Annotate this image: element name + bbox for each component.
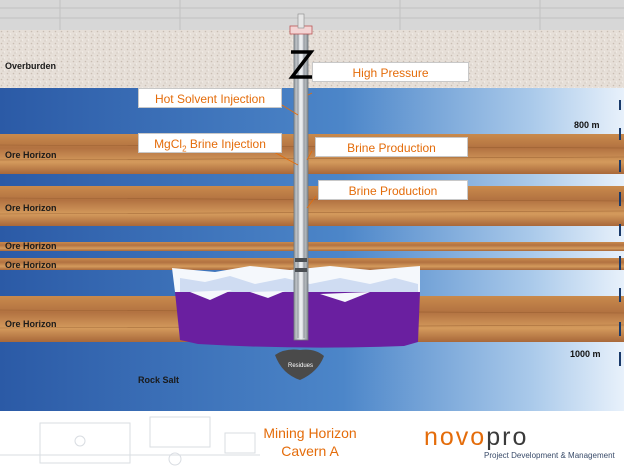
residues-label: Residues xyxy=(288,363,314,369)
callout-brine-production-1: Brine Production xyxy=(315,137,468,157)
footer-blueprint-sketch xyxy=(0,416,260,466)
ore-horizon-band-3 xyxy=(0,242,624,251)
residues-pile xyxy=(275,349,324,380)
callout-mgcl2-brine-injection: MgCl2 Brine Injection xyxy=(138,133,282,153)
wellhead-valve-icon xyxy=(288,50,315,79)
callout-high-pressure: High Pressure xyxy=(312,62,469,82)
ore-horizon-band-4 xyxy=(0,258,624,270)
footer-title-line2: Cavern A xyxy=(281,443,339,459)
surface-grid xyxy=(0,0,624,30)
layer-label-ore-horizon-2: Ore Horizon xyxy=(5,203,57,213)
callout-brine-production-2: Brine Production xyxy=(318,180,468,200)
well-string xyxy=(288,13,315,341)
surface-strip xyxy=(0,0,624,30)
footer-title-line1: Mining Horizon xyxy=(263,425,357,441)
mgcl2-subscript: 2 xyxy=(182,144,187,154)
layer-label-rock-salt: Rock Salt xyxy=(138,375,180,385)
well-casing xyxy=(293,27,309,341)
mgcl2-text: MgCl xyxy=(154,137,183,151)
novopro-logo: novopro xyxy=(424,423,528,452)
ore-horizon-band-2 xyxy=(0,186,624,226)
depth-label-800: 800 m xyxy=(574,120,600,130)
logo-part-novo: novo xyxy=(424,423,487,451)
logo-tagline: Project Development & Management xyxy=(484,451,615,460)
layer-label-ore-horizon-4: Ore Horizon xyxy=(5,260,57,270)
layer-label-ore-horizon-3: Ore Horizon xyxy=(5,241,57,251)
layer-label-ore-horizon-1: Ore Horizon xyxy=(5,150,57,160)
callout-leaders xyxy=(271,92,317,209)
callout-hot-solvent-injection: Hot Solvent Injection xyxy=(138,88,282,108)
layer-label-ore-horizon-5: Ore Horizon xyxy=(5,319,57,329)
depth-label-1000: 1000 m xyxy=(570,349,601,359)
layer-label-overburden: Overburden xyxy=(5,61,57,71)
logo-part-pro: pro xyxy=(486,423,529,451)
mgcl2-rest-text: Brine Injection xyxy=(186,137,266,151)
ore-horizon-band-1 xyxy=(0,134,624,174)
